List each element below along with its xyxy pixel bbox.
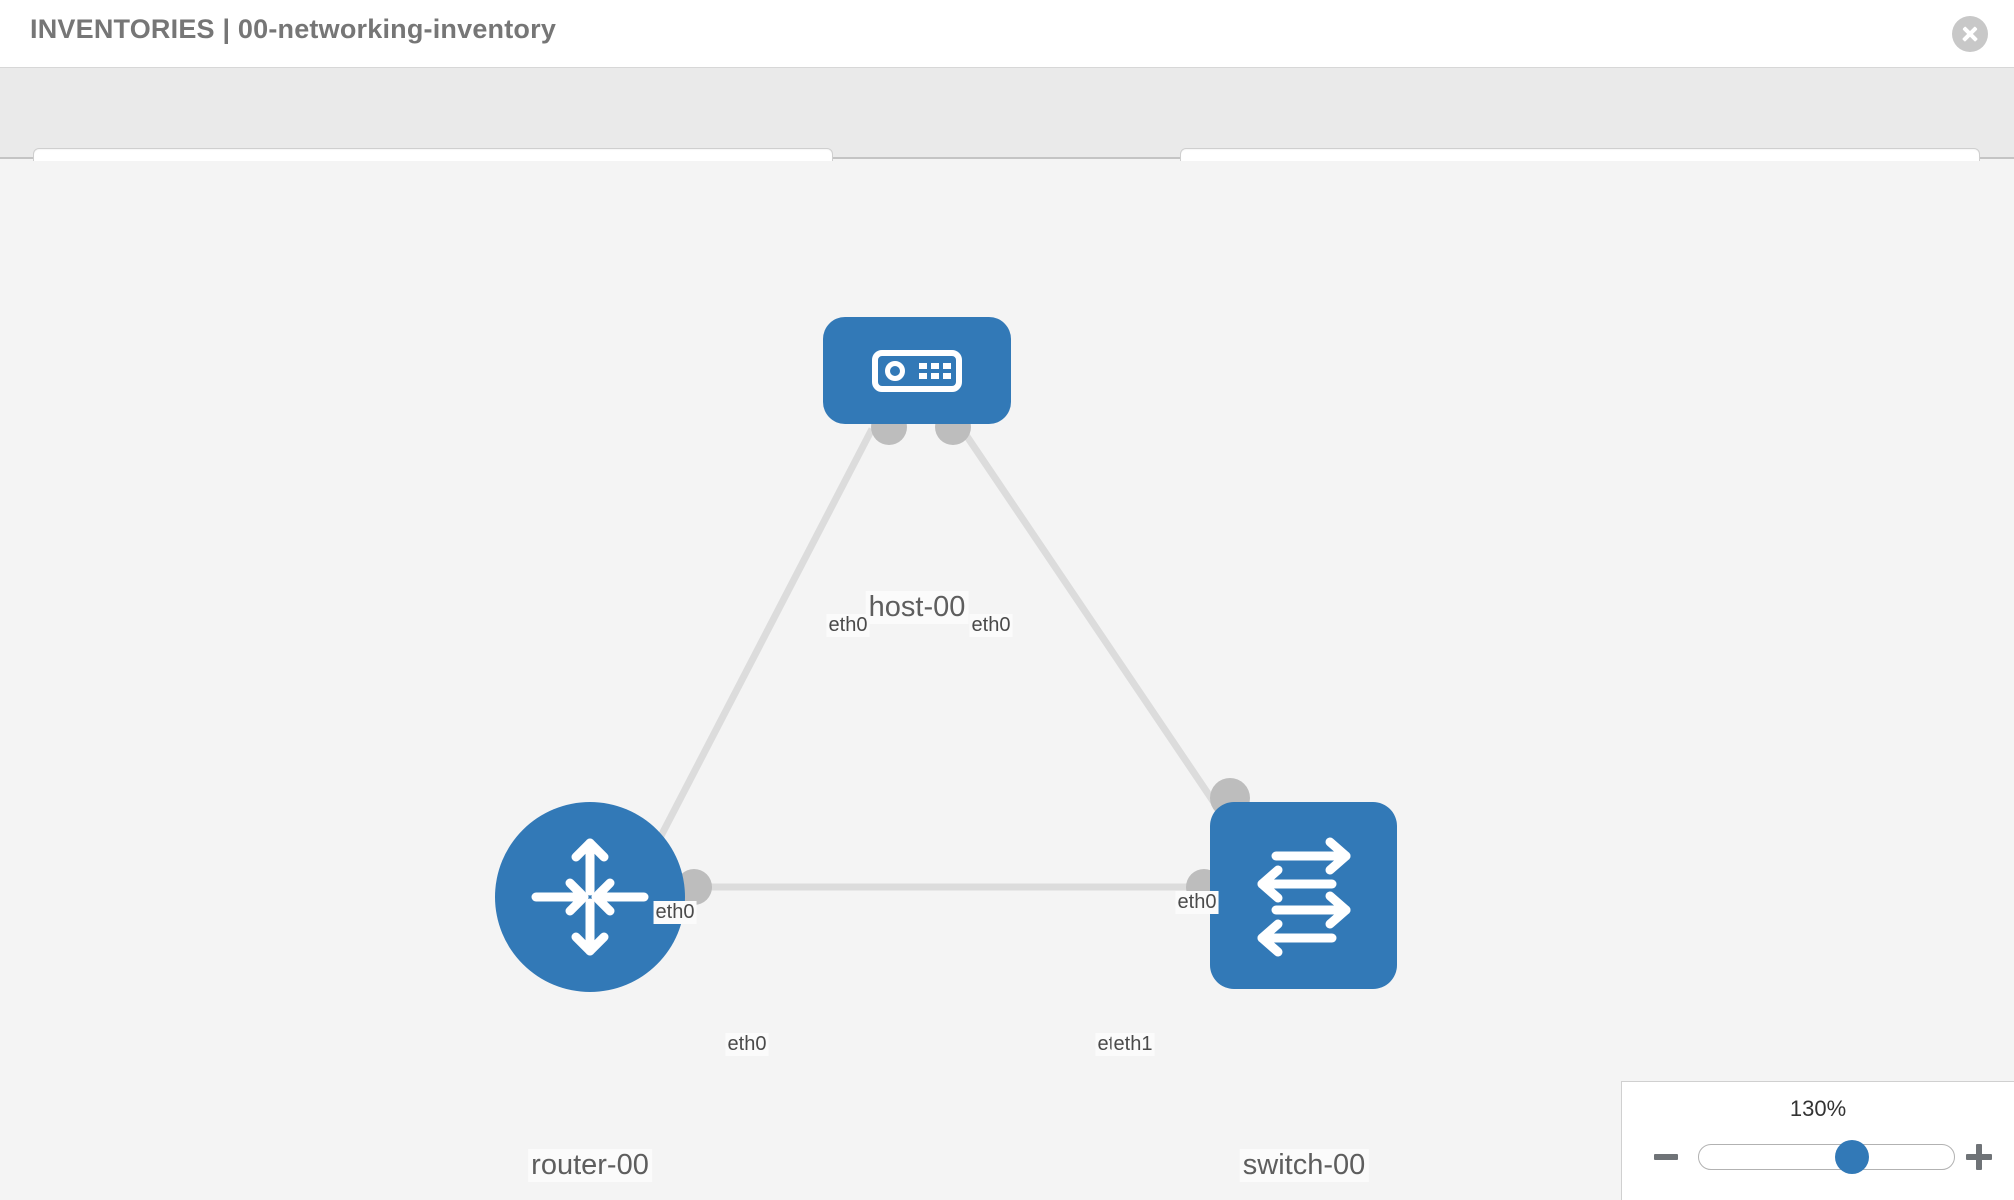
node-label-router-00: router-00 bbox=[528, 1149, 652, 1182]
zoom-control-panel: 130% bbox=[1621, 1081, 2014, 1200]
iface-label-switch-left-over: eth1 bbox=[1111, 1033, 1155, 1056]
topology-canvas[interactable]: host-00 router-00 switch-00 eth0 eth0 et… bbox=[0, 161, 2014, 1200]
iface-label-router-up: eth0 bbox=[653, 901, 697, 924]
iface-label-host-right: eth0 bbox=[969, 614, 1013, 637]
topology-links bbox=[644, 427, 1243, 891]
zoom-in-button[interactable] bbox=[1966, 1144, 1992, 1170]
iface-label-switch-up: eth0 bbox=[1175, 891, 1219, 914]
zoom-level-value: 130% bbox=[1789, 1096, 1847, 1121]
node-router-00[interactable] bbox=[495, 802, 685, 992]
iface-label-host-left: eth0 bbox=[826, 614, 870, 637]
node-label-switch-00: switch-00 bbox=[1239, 1149, 1369, 1182]
iface-label-router-right: eth0 bbox=[725, 1033, 769, 1056]
link-host-switch bbox=[959, 427, 1243, 843]
node-host-00[interactable] bbox=[823, 317, 1011, 424]
switch-icon bbox=[1257, 837, 1350, 956]
page-title: INVENTORIES | 00-networking-inventory bbox=[30, 14, 557, 44]
zoom-out-button[interactable] bbox=[1654, 1154, 1678, 1160]
node-switch-00[interactable] bbox=[1210, 802, 1397, 989]
link-host-router bbox=[644, 427, 876, 863]
router-icon bbox=[531, 838, 649, 956]
node-label-host-00: host-00 bbox=[865, 591, 969, 624]
zoom-slider-thumb[interactable] bbox=[1835, 1140, 1869, 1174]
page-header: INVENTORIES | 00-networking-inventory bbox=[0, 0, 2014, 68]
zoom-slider[interactable] bbox=[1698, 1140, 1955, 1174]
toolbar: ACTIONS SEARCH bbox=[0, 68, 2014, 200]
server-icon bbox=[872, 349, 962, 392]
close-icon[interactable] bbox=[1952, 16, 1988, 52]
